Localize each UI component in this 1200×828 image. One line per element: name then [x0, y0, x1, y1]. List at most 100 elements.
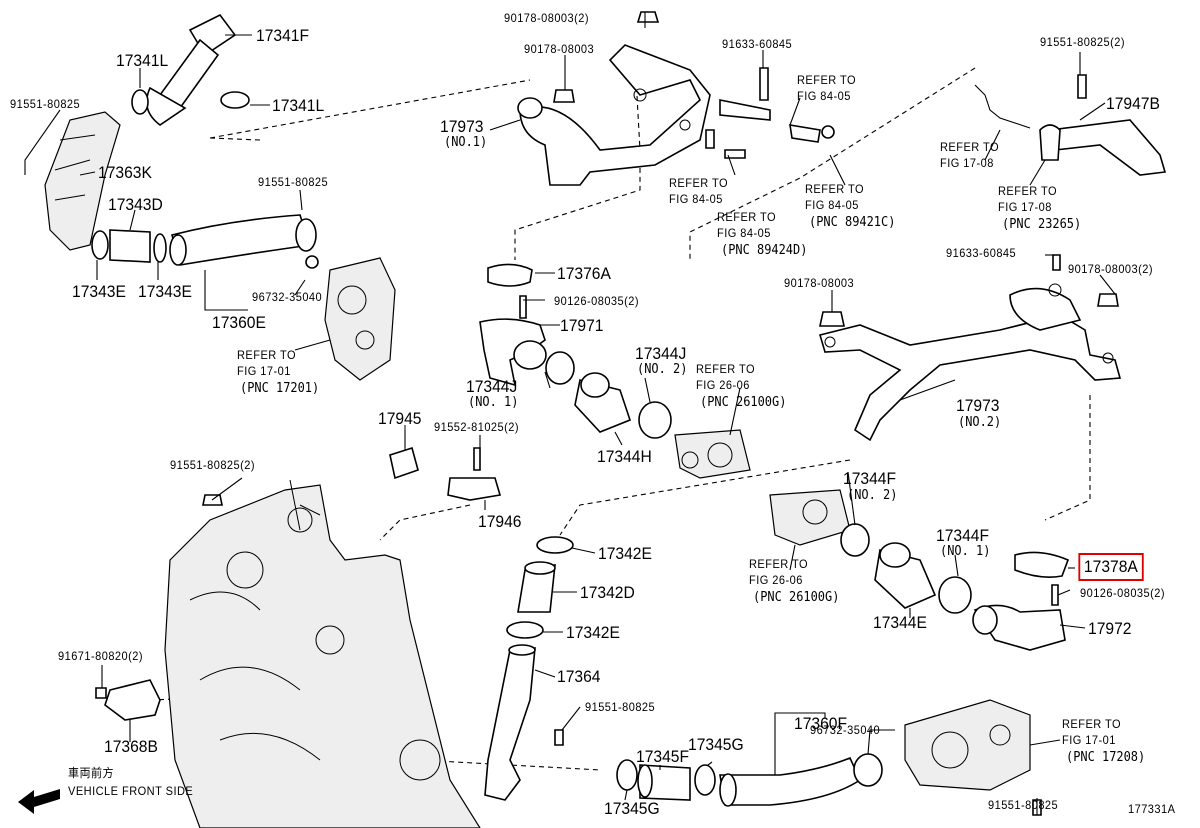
label-17344j: 17344J [466, 377, 518, 396]
label-17341f: 17341F [256, 26, 310, 45]
ref-label: FIG 17-01 [1062, 733, 1116, 747]
label-17344f-sub: (NO. 2) [847, 488, 898, 503]
water-outlet-17973-no1 [517, 44, 711, 186]
ref-pnc: (PNC 17201) [240, 381, 320, 396]
label-90178-08003-2: 90178-08003(2) [1068, 262, 1154, 276]
clamp-17341l [131, 89, 250, 115]
heat-shield-17363k [44, 111, 121, 251]
water-pump-17201 [324, 257, 396, 381]
label-91671-80820-2: 91671-80820(2) [58, 649, 144, 663]
label-17343d: 17343D [108, 195, 163, 214]
label-17360e: 17360E [212, 313, 266, 332]
label-91551-80825-2: 91551-80825(2) [1040, 35, 1126, 49]
gasket-17378a [1014, 551, 1070, 606]
hose-17344h [574, 372, 631, 433]
bracket-17946 [447, 447, 502, 501]
label-17376a: 17376A [557, 264, 611, 283]
bolts-upper-center [553, 11, 769, 159]
ref-label: REFER TO [696, 362, 756, 376]
label-91551-80825: 91551-80825 [258, 175, 329, 189]
label-17343e: 17343E [72, 282, 126, 301]
label-91551-80825: 91551-80825 [10, 97, 81, 111]
clamp-17344f [840, 523, 972, 614]
bracket-upper-right-center [719, 99, 835, 143]
label-17342d: 17342D [580, 583, 635, 602]
ref-label: REFER TO [805, 182, 865, 196]
label-96732-35040: 96732-35040 [252, 290, 323, 304]
label-17344h: 17344H [597, 447, 652, 466]
elbow-17971 [479, 295, 547, 387]
label-17360f: 17360F [794, 714, 848, 733]
ref-label: FIG 17-01 [237, 364, 291, 378]
pipe-17364 [484, 644, 564, 801]
hose-17342d [517, 561, 556, 613]
label-17345f: 17345F [636, 747, 690, 766]
label-17344j-sub: (NO. 2) [637, 362, 688, 377]
label-17364: 17364 [557, 667, 601, 686]
label-17972: 17972 [1088, 619, 1132, 638]
gasket-17376a [487, 263, 533, 287]
throttle-body-b [769, 489, 851, 546]
label-17344j-sub: (NO. 1) [468, 395, 519, 410]
label-91551-80825: 91551-80825 [988, 798, 1059, 812]
label-91633-60845: 91633-60845 [722, 37, 793, 51]
label-17973-sub: (NO.2) [958, 415, 1002, 430]
label-17368b: 17368B [104, 737, 158, 756]
ref-label: REFER TO [797, 73, 857, 87]
label-91552-81025-2: 91552-81025(2) [434, 420, 520, 434]
vehicle-front-label-jp: 車両前方 [68, 766, 115, 780]
hose-17341f [145, 13, 237, 126]
ref-label: FIG 84-05 [669, 192, 723, 206]
bracket-17368b [95, 679, 161, 721]
label-17973: 17973 [440, 117, 484, 136]
figure-id: 177331A [1128, 802, 1176, 816]
label-17344f: 17344F [936, 526, 990, 545]
ref-label: FIG 84-05 [805, 198, 859, 212]
ref-pnc: (PNC 89421C) [809, 215, 896, 230]
label-90178-08003: 90178-08003 [784, 276, 855, 290]
label-17971: 17971 [560, 316, 604, 335]
label-17946: 17946 [478, 512, 522, 531]
hose-17360f [719, 753, 883, 807]
label-90178-08003: 90178-08003 [524, 42, 595, 56]
ref-label: FIG 84-05 [717, 226, 771, 240]
label-91633-60845: 91633-60845 [946, 246, 1017, 260]
water-outlet-17973-no2 [818, 254, 1122, 442]
engine-block [164, 479, 481, 828]
ref-label: REFER TO [1062, 717, 1122, 731]
bracket-17947b [974, 74, 1167, 176]
label-17344f: 17344F [843, 469, 897, 488]
label-90178-08003-2: 90178-08003(2) [504, 11, 590, 25]
ref-pnc: (PNC 26100G) [700, 395, 787, 410]
ref-pnc: (PNC 17208) [1066, 750, 1146, 765]
hose-17345f [637, 764, 691, 801]
label-17947b: 17947B [1106, 94, 1160, 113]
ref-label: FIG 84-05 [797, 89, 851, 103]
label-90126-08035-2: 90126-08035(2) [1080, 586, 1166, 600]
label-17344e: 17344E [873, 613, 927, 632]
label-17345g: 17345G [688, 735, 744, 754]
label-17343e: 17343E [138, 282, 192, 301]
label-17341l: 17341L [272, 96, 325, 115]
throttle-body-a [674, 429, 751, 479]
pipe-17343d [91, 229, 167, 263]
vehicle-front-arrow-icon [18, 789, 60, 814]
clamp-17345g [616, 759, 716, 796]
ref-label: REFER TO [940, 140, 1000, 154]
label-17945: 17945 [378, 409, 422, 428]
label-17378a-highlighted[interactable]: 17378A [1078, 553, 1144, 581]
ref-label: FIG 26-06 [749, 573, 803, 587]
hose-17360e [169, 214, 319, 269]
label-17973-sub: (NO.1) [444, 135, 488, 150]
ref-label: FIG 17-08 [998, 200, 1052, 214]
ref-pnc: (PNC 23265) [1002, 217, 1082, 232]
ref-pnc: (PNC 26100G) [753, 590, 840, 605]
label-17341l: 17341L [116, 51, 169, 70]
label-96732-35040: 96732-35040 [810, 723, 881, 737]
label-17363k: 17363K [98, 163, 152, 182]
ref-label: REFER TO [237, 348, 297, 362]
label-17342e: 17342E [566, 623, 620, 642]
vehicle-front-label-en: VEHICLE FRONT SIDE [68, 784, 194, 798]
label-17345g: 17345G [604, 799, 660, 818]
